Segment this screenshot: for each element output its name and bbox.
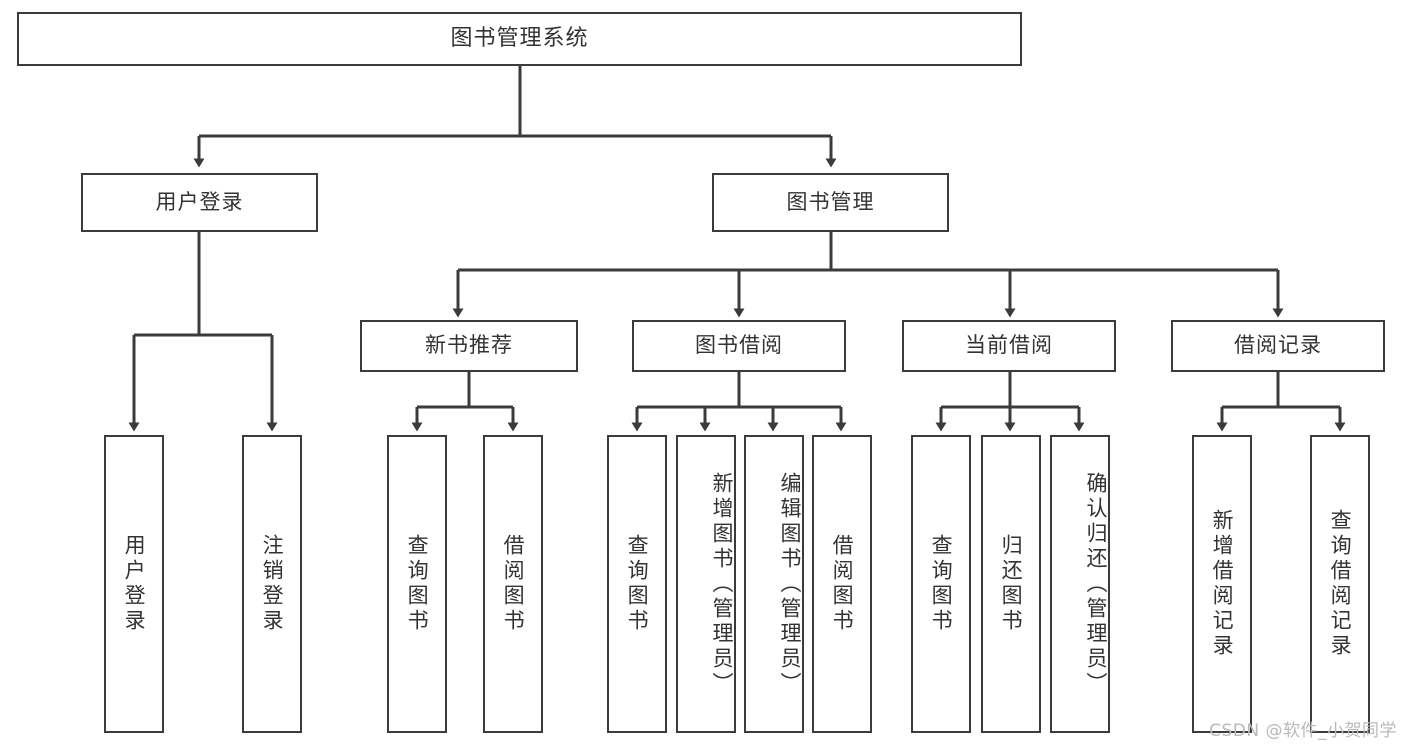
leaf-new-book-borrow[interactable]: 借阅图书 (483, 435, 543, 733)
node-root-system[interactable]: 图书管理系统 (17, 12, 1022, 66)
leaf-borrow-record-add[interactable]: 新增借阅记录 (1192, 435, 1252, 733)
leaf-new-book-query[interactable]: 查询图书 (387, 435, 447, 733)
leaf-user-login-signout[interactable]: 注销登录 (242, 435, 302, 733)
leaf-book-borrow-add[interactable]: 新增图书（管理员） (676, 435, 736, 733)
node-new-book-recommend[interactable]: 新书推荐 (360, 320, 578, 372)
leaf-current-borrow-query[interactable]: 查询图书 (911, 435, 971, 733)
node-book-borrow[interactable]: 图书借阅 (632, 320, 846, 372)
node-borrow-record[interactable]: 借阅记录 (1171, 320, 1385, 372)
csdn-watermark: CSDN @软件_小贺同学 (1209, 721, 1397, 741)
node-user-login[interactable]: 用户登录 (81, 173, 318, 232)
leaf-user-login-signin[interactable]: 用户登录 (104, 435, 164, 733)
leaf-current-borrow-return[interactable]: 归还图书 (981, 435, 1041, 733)
leaf-book-borrow-query[interactable]: 查询图书 (607, 435, 667, 733)
leaf-book-borrow-lend[interactable]: 借阅图书 (812, 435, 872, 733)
leaf-current-borrow-confirm-return[interactable]: 确认归还（管理员） (1050, 435, 1110, 733)
node-current-borrow[interactable]: 当前借阅 (902, 320, 1116, 372)
leaf-borrow-record-query[interactable]: 查询借阅记录 (1310, 435, 1370, 733)
node-book-management[interactable]: 图书管理 (712, 173, 949, 232)
leaf-book-borrow-edit[interactable]: 编辑图书（管理员） (744, 435, 804, 733)
